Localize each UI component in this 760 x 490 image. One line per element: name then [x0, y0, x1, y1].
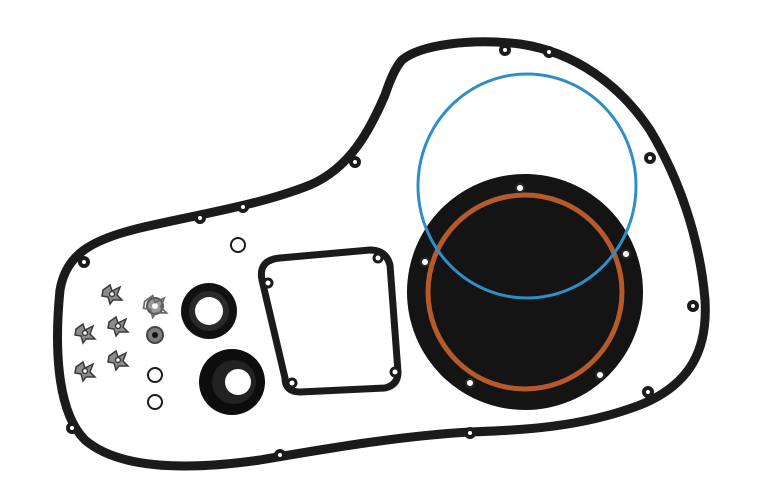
shifter-bushing [146, 297, 164, 344]
lock-tab [74, 360, 97, 383]
gasket-bolt-holes [66, 44, 699, 461]
oil-seal-lower [199, 349, 265, 415]
small-washers [147, 237, 246, 410]
inspection-cover-holes [262, 252, 401, 389]
primary-cover-gasket [53, 37, 710, 471]
inspection-cover-gasket [257, 246, 402, 396]
lock-tabs [74, 283, 169, 383]
lock-tab [142, 294, 169, 320]
lock-tab [101, 283, 124, 306]
lock-tab [107, 349, 130, 372]
derby-cover-gasket [407, 174, 643, 410]
lock-tab [107, 315, 130, 338]
lock-tab [74, 322, 97, 345]
orange-o-ring [425, 192, 625, 392]
oil-seal-upper [181, 283, 237, 339]
derby-cover-holes [420, 183, 631, 388]
blue-o-ring [416, 72, 638, 300]
